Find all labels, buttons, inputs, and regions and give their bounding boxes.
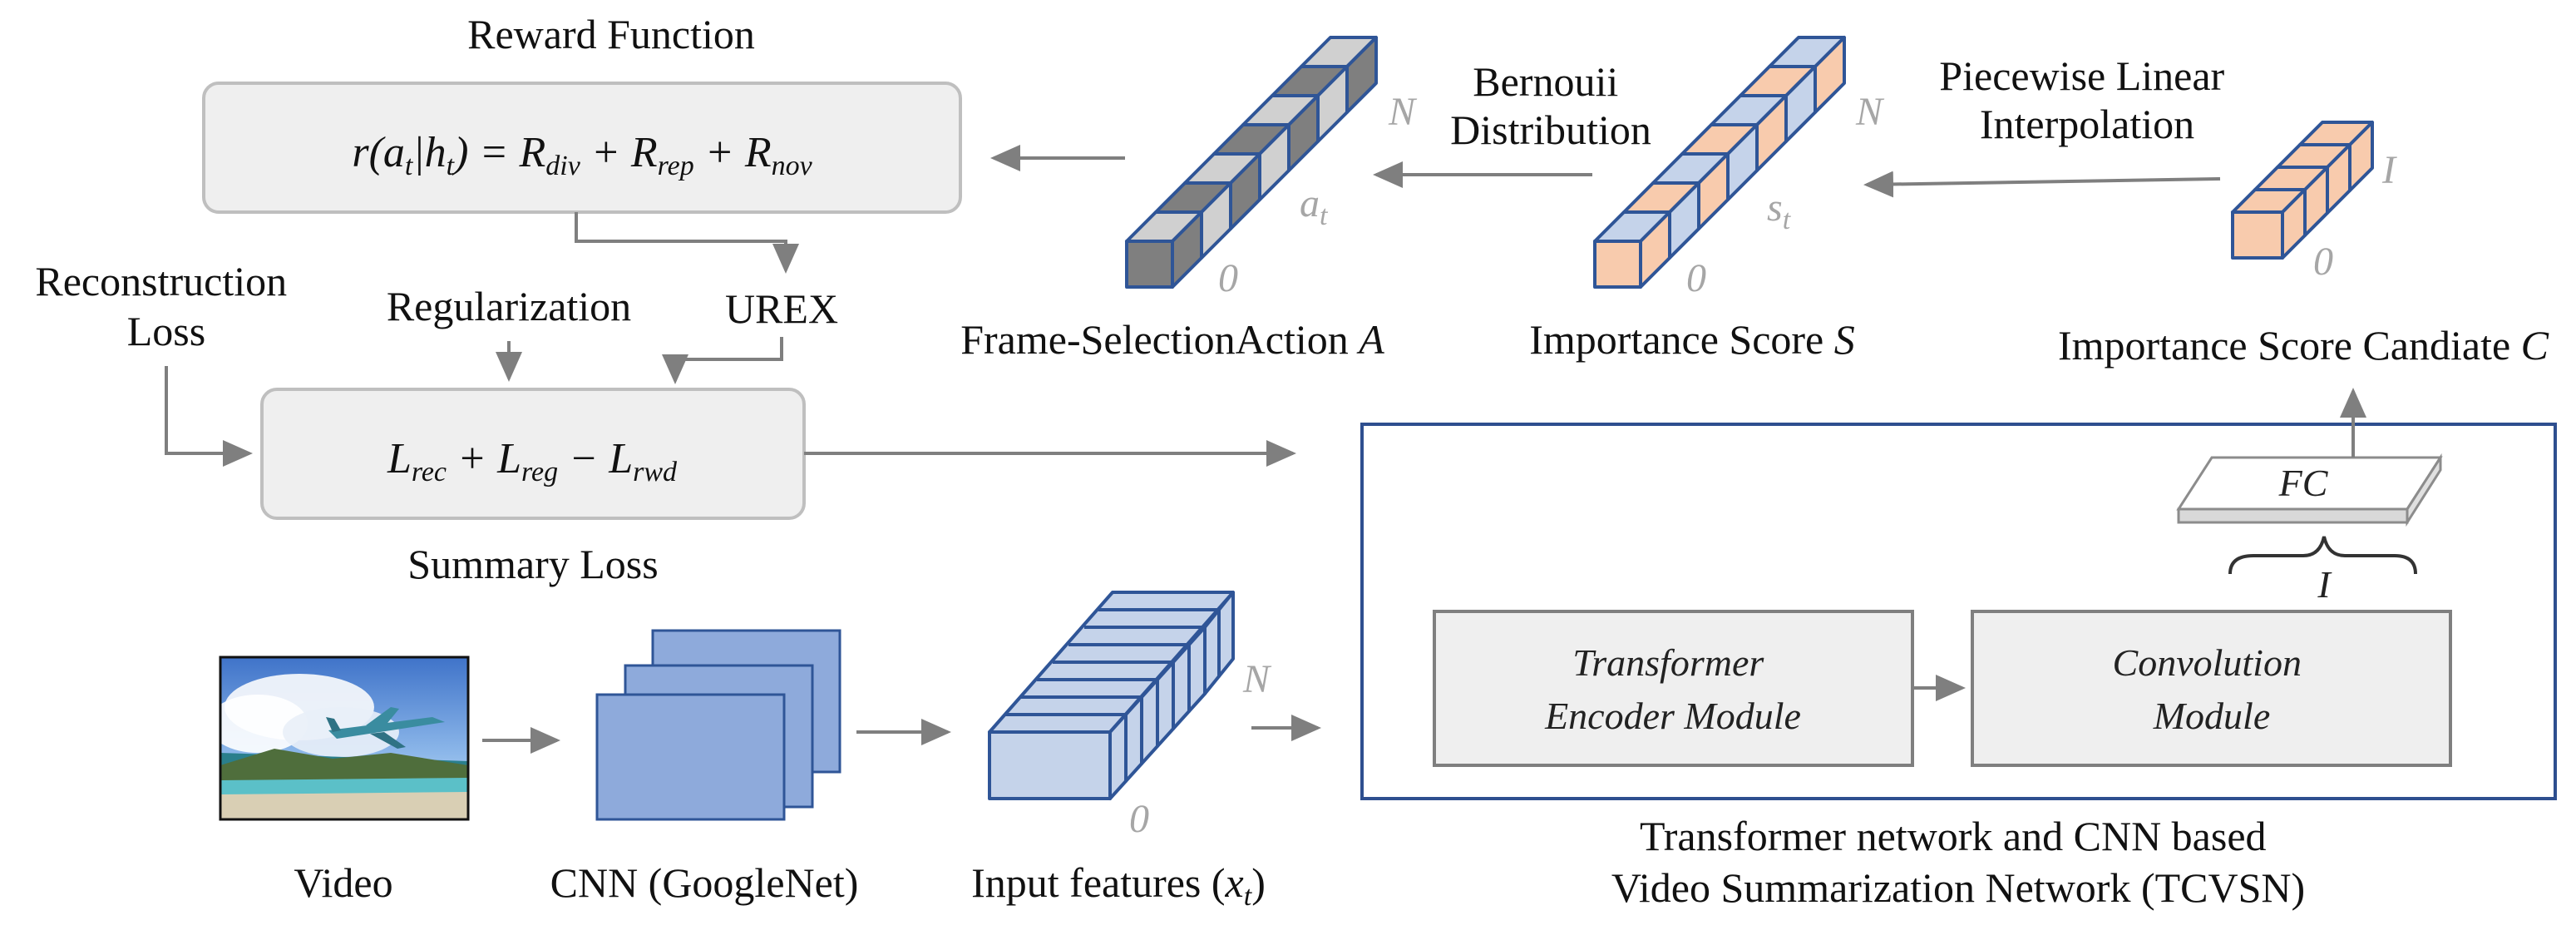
- arrow-reward-to-urex: [575, 212, 799, 274]
- transformer-label: Transformer Encoder Module: [1544, 641, 1801, 737]
- arrow-reconstruction: [165, 366, 253, 467]
- action-index-N: N: [1388, 90, 1418, 134]
- convolution-label: Convolution Module: [2113, 641, 2312, 737]
- cnn-label: CNN (GoogleNet): [550, 859, 859, 906]
- frame-selection-action-cubes: [1125, 36, 1378, 289]
- reward-function-title: Reward Function: [467, 11, 755, 57]
- regularization-label: Regularization: [387, 283, 631, 329]
- brace-icon: [2228, 536, 2417, 575]
- reward-function-box: [202, 82, 962, 214]
- candidate-index-I: I: [2381, 148, 2397, 192]
- urex-label: UREX: [725, 285, 838, 332]
- transformer-encoder-module: [1433, 610, 1914, 767]
- brace-label: I: [2317, 563, 2332, 606]
- tcvsn-caption: Transformer network and CNN based Video …: [1611, 813, 2305, 911]
- candidate-index-0: 0: [2313, 240, 2333, 284]
- summary-loss-box: [260, 388, 806, 520]
- piecewise-label: Piecewise Linear Interpolation: [1939, 52, 2234, 147]
- reward-formula: r(at|ht) = Rdiv + Rrep + Rnov: [352, 129, 812, 181]
- importance-score-label: Importance Score S: [1529, 316, 1855, 363]
- score-index-N: N: [1855, 90, 1885, 134]
- features-index-N: N: [1242, 657, 1272, 701]
- summary-loss-label: Summary Loss: [407, 541, 658, 587]
- input-features-label: Input features (xt): [971, 859, 1266, 912]
- video-label: Video: [294, 859, 392, 906]
- summary-loss-formula: Lrec + Lreg − Lrwd: [387, 435, 678, 487]
- candidate-label: Importance Score Candiate C: [2058, 322, 2549, 369]
- bernoulli-label: Bernouii Distribution: [1450, 58, 1651, 153]
- action-index-0: 0: [1218, 256, 1238, 300]
- score-s-t: st: [1767, 186, 1792, 235]
- convolution-module: [1971, 610, 2452, 767]
- arrow-candidate-to-score: [1863, 171, 2221, 198]
- arrow-urex: [662, 337, 783, 384]
- fc-layer: FC: [2176, 453, 2443, 527]
- frame-selection-label: Frame-SelectionAction A: [960, 316, 1384, 363]
- importance-score-cubes: [1593, 36, 1846, 289]
- video-thumbnail: [208, 656, 470, 821]
- fc-label: FC: [2278, 462, 2329, 504]
- candidate-cubes: [2231, 121, 2374, 260]
- cnn-stack: [595, 629, 841, 821]
- input-feature-cubes: [988, 591, 1235, 800]
- features-index-0: 0: [1129, 797, 1149, 841]
- reconstruction-loss-label: Reconstruction Loss: [35, 258, 297, 354]
- action-a-t: at: [1300, 181, 1329, 231]
- score-index-0: 0: [1686, 256, 1706, 300]
